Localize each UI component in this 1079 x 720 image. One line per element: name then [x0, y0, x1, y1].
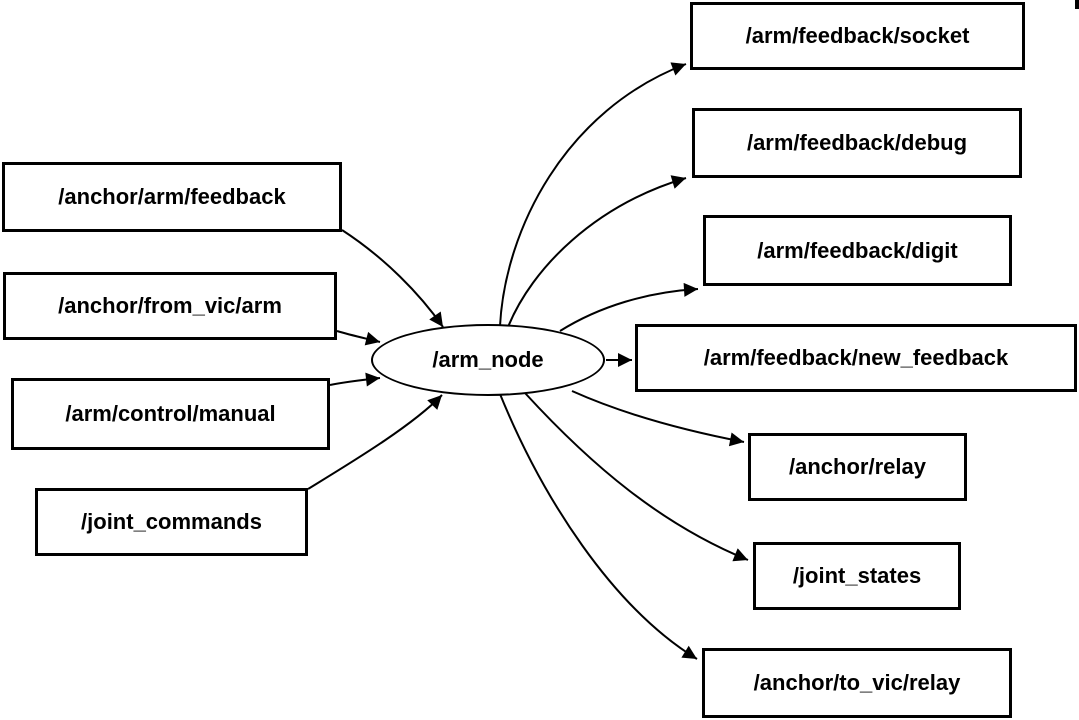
- topic-box-arm-feedback-digit: /arm/feedback/digit: [703, 215, 1012, 286]
- edge-anchor-from-vic-arm-to-arm-node: [336, 330, 381, 346]
- node-ellipse-arm-node: /arm_node: [371, 324, 605, 396]
- clipped-edge-artifact: [1075, 0, 1079, 9]
- topic-box-arm-feedback-socket: /arm/feedback/socket: [690, 2, 1025, 70]
- topic-box-arm-control-manual: /arm/control/manual: [11, 378, 330, 450]
- edge-arm-node-to-anchor-relay: [571, 390, 745, 447]
- edge-arm-node-to-arm-feedback-debug: [507, 175, 687, 328]
- topic-label: /anchor/from_vic/arm: [58, 293, 282, 318]
- topic-label: /arm/feedback/socket: [745, 23, 970, 48]
- topic-label: /anchor/to_vic/relay: [753, 670, 961, 695]
- topic-box-anchor-relay: /anchor/relay: [748, 433, 967, 501]
- topic-box-joint-commands: /joint_commands: [35, 488, 308, 556]
- edge-arm-node-to-anchor-to-vic-relay: [499, 393, 698, 660]
- topic-label: /anchor/arm/feedback: [58, 184, 286, 209]
- topic-box-anchor-from-vic-arm: /anchor/from_vic/arm: [3, 272, 337, 340]
- edge-arm-node-to-arm-feedback-socket: [499, 62, 687, 327]
- node-label: /arm_node: [432, 347, 544, 372]
- topic-label: /joint_commands: [81, 509, 262, 534]
- topic-box-arm-feedback-new-feedback: /arm/feedback/new_feedback: [635, 324, 1077, 392]
- topic-label: /arm/feedback/debug: [746, 130, 968, 155]
- edge-arm-control-manual-to-arm-node: [329, 372, 381, 387]
- topic-label: /arm/control/manual: [65, 401, 276, 426]
- topic-box-joint-states: /joint_states: [753, 542, 961, 610]
- edge-arm-node-to-joint-states: [524, 392, 749, 562]
- topic-label: /joint_states: [792, 563, 922, 588]
- topic-label: /anchor/relay: [789, 454, 926, 479]
- topic-label: /arm/feedback/new_feedback: [703, 345, 1009, 370]
- edge-anchor-arm-feedback-to-arm-node: [341, 229, 444, 328]
- topic-box-anchor-arm-feedback: /anchor/arm/feedback: [2, 162, 342, 232]
- edge-arm-node-to-arm-feedback-digit: [559, 282, 699, 332]
- edge-joint-commands-to-arm-node: [307, 394, 443, 490]
- topic-box-arm-feedback-debug: /arm/feedback/debug: [692, 108, 1022, 178]
- topic-box-anchor-to-vic-relay: /anchor/to_vic/relay: [702, 648, 1012, 718]
- topic-label: /arm/feedback/digit: [757, 237, 958, 263]
